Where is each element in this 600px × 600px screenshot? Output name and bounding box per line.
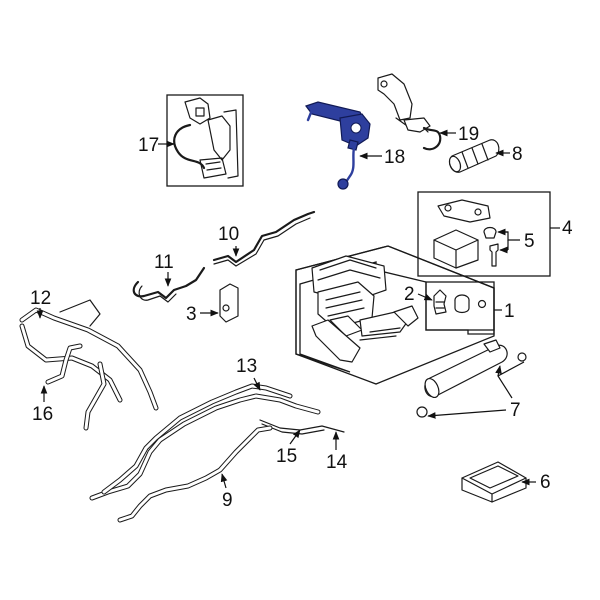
callout-16: 16 — [32, 404, 53, 425]
part-19-sensor-link[interactable] — [377, 73, 442, 151]
callout-8: 8 — [512, 144, 523, 165]
callout-3: 3 — [186, 304, 197, 325]
part-8-filter[interactable] — [447, 139, 500, 174]
callout-18: 18 — [384, 147, 405, 168]
callout-10: 10 — [218, 224, 239, 245]
callout-5: 5 — [524, 231, 535, 252]
callout-2: 2 — [404, 284, 415, 305]
callout-13: 13 — [236, 356, 257, 377]
callout-9: 9 — [222, 490, 233, 511]
callout-12: 12 — [30, 288, 51, 309]
part-5-fasteners[interactable] — [483, 226, 499, 267]
part-4-module-group[interactable] — [417, 191, 551, 277]
callout-6: 6 — [540, 472, 551, 493]
callout-17: 17 — [138, 135, 159, 156]
part-9-lower-line[interactable] — [117, 425, 273, 523]
callout-7: 7 — [510, 400, 521, 421]
part-3-bracket[interactable] — [219, 283, 239, 323]
part-2-fittings[interactable] — [425, 281, 495, 331]
callout-1: 1 — [504, 301, 515, 322]
part-11-line[interactable] — [132, 266, 206, 303]
part-16-line[interactable] — [45, 343, 107, 431]
callout-19: 19 — [458, 124, 479, 145]
callout-11: 11 — [154, 252, 174, 273]
part-10-line[interactable] — [212, 210, 316, 267]
part-12-line-assembly[interactable] — [19, 299, 159, 411]
part-18-height-sensor[interactable] — [305, 101, 371, 190]
part-17-harness[interactable] — [166, 94, 244, 187]
callout-14: 14 — [326, 452, 348, 473]
callout-15: 15 — [276, 446, 297, 467]
part-7-air-dryer[interactable] — [416, 339, 527, 418]
part-13-line-bundle[interactable] — [89, 383, 345, 501]
callout-4: 4 — [562, 218, 573, 239]
part-6-control-module[interactable] — [461, 461, 527, 503]
